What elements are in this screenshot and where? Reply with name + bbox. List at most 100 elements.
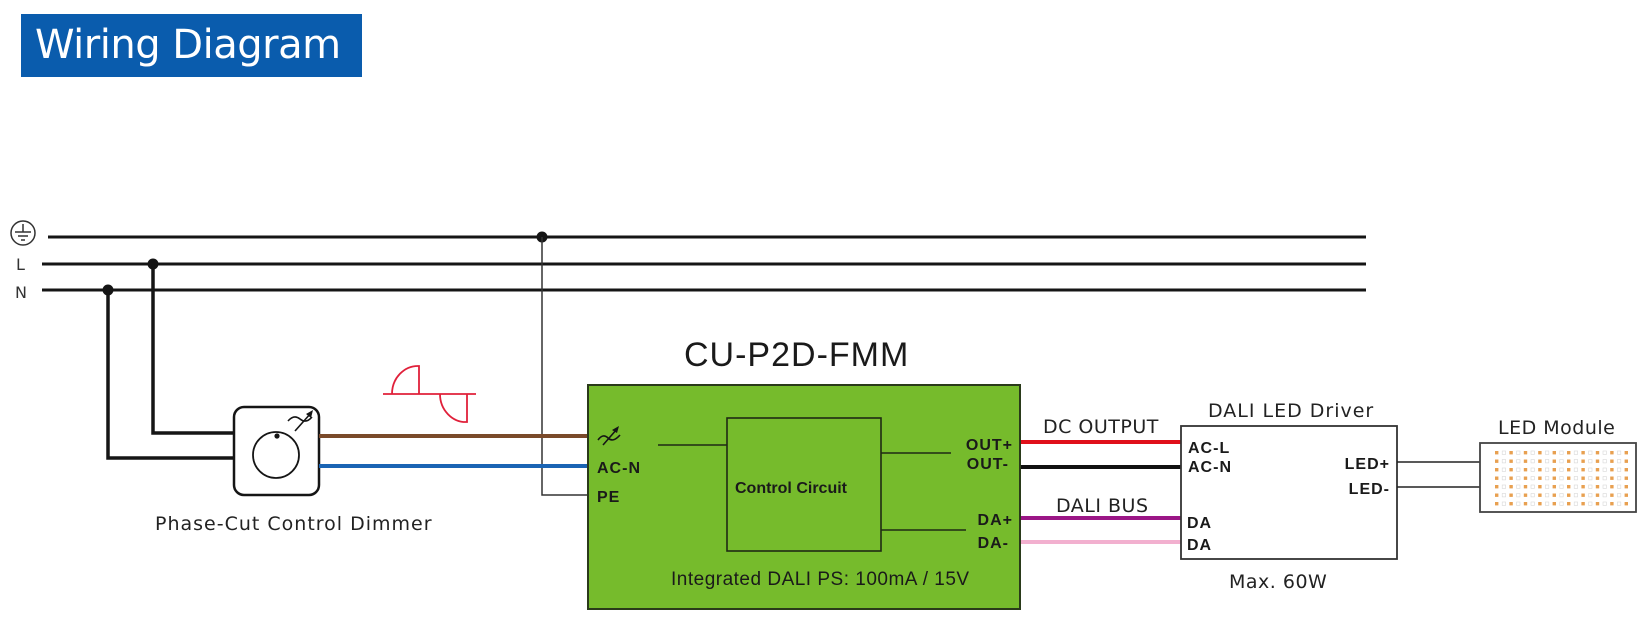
led-chip — [1509, 485, 1513, 489]
led-chip — [1573, 467, 1578, 472]
led-chip — [1523, 493, 1528, 497]
dimmer-knob-icon — [232, 405, 321, 497]
led-chip — [1538, 468, 1542, 472]
led-chip — [1624, 451, 1628, 455]
led-chip — [1552, 459, 1556, 463]
led-chip — [1602, 501, 1607, 506]
led-chip — [1602, 476, 1607, 481]
led-chip — [1567, 476, 1571, 480]
driver-terminal-ac-n: AC-N — [1188, 459, 1232, 476]
led-chip — [1501, 467, 1506, 472]
led-chip — [1559, 501, 1564, 506]
led-chip — [1523, 451, 1528, 455]
led-chip — [1567, 451, 1571, 455]
led-chip — [1538, 485, 1542, 489]
led-chip — [1509, 476, 1513, 480]
terminal-ac-n: AC-N — [597, 460, 641, 477]
led-chip — [1588, 484, 1593, 489]
led-chip — [1559, 450, 1564, 455]
live-to-dimmer-wire — [151, 264, 234, 435]
led-chip — [1495, 493, 1499, 497]
led-chip — [1495, 468, 1499, 472]
led-chip — [1523, 485, 1528, 489]
led-chip — [1545, 459, 1550, 464]
page-title: Wiring Diagram — [21, 14, 362, 77]
led-chip — [1545, 501, 1550, 506]
led-chip — [1516, 484, 1521, 489]
led-chip — [1602, 459, 1607, 464]
led-chip — [1530, 459, 1535, 464]
led-chip — [1545, 493, 1550, 498]
driver-terminal-da-2: DA — [1187, 537, 1212, 554]
terminal-pe: PE — [597, 489, 620, 506]
led-chip — [1538, 493, 1542, 497]
terminal-out-minus: OUT- — [967, 456, 1009, 473]
led-chip — [1538, 459, 1542, 463]
led-chip — [1552, 485, 1556, 489]
led-chip — [1602, 493, 1607, 498]
led-chip — [1610, 459, 1614, 463]
terminal-out-plus: OUT+ — [966, 437, 1013, 454]
led-chip — [1573, 459, 1578, 464]
led-chip — [1523, 468, 1528, 472]
led-chip — [1610, 502, 1614, 506]
led-chip — [1501, 450, 1506, 455]
led-chip — [1523, 502, 1528, 506]
led-chip — [1617, 459, 1622, 464]
led-chip — [1495, 451, 1499, 455]
led-chip — [1530, 467, 1535, 472]
led-chip — [1559, 484, 1564, 489]
led-chip — [1567, 468, 1571, 472]
led-chip — [1610, 485, 1614, 489]
led-chip — [1495, 476, 1499, 480]
led-chip — [1530, 476, 1535, 481]
led-chip — [1617, 493, 1622, 498]
led-chip — [1530, 501, 1535, 506]
led-chip — [1602, 467, 1607, 472]
led-chip — [1624, 493, 1628, 497]
led-chip — [1516, 501, 1521, 506]
led-chip — [1545, 476, 1550, 481]
led-chip — [1624, 485, 1628, 489]
led-chip — [1617, 476, 1622, 481]
driver-rating: Max. 60W — [1229, 571, 1327, 593]
led-module-title: LED Module — [1498, 417, 1615, 439]
bus-label-l: L — [16, 255, 25, 274]
dc-output-label: DC OUTPUT — [1043, 416, 1159, 438]
led-chip — [1509, 451, 1513, 455]
led-chip — [1595, 493, 1600, 497]
control-circuit-label: Control Circuit — [735, 480, 848, 497]
cu-p2d-fmm-module — [587, 384, 1021, 610]
led-chip — [1581, 451, 1585, 455]
pe-wire — [541, 237, 588, 496]
led-chip — [1530, 450, 1535, 455]
led-chip — [1495, 459, 1499, 463]
led-chip — [1538, 476, 1542, 480]
led-chip — [1509, 459, 1513, 463]
driver-terminal-led-plus: LED+ — [1345, 456, 1390, 473]
driver-terminal-da-1: DA — [1187, 515, 1212, 532]
bus-label-n: N — [15, 283, 27, 302]
led-chip — [1624, 502, 1628, 506]
led-chip — [1501, 501, 1506, 506]
led-chip — [1516, 476, 1521, 481]
terminal-da-minus: DA- — [978, 535, 1009, 552]
led-chip — [1501, 459, 1506, 464]
led-chip — [1573, 476, 1578, 481]
led-chip — [1545, 450, 1550, 455]
led-chip — [1617, 450, 1622, 455]
led-chip — [1530, 484, 1535, 489]
led-chip — [1581, 459, 1585, 463]
led-chip — [1581, 502, 1585, 506]
led-chip — [1552, 493, 1556, 497]
led-chip — [1516, 467, 1521, 472]
led-module-box — [1479, 442, 1637, 513]
led-chip — [1588, 476, 1593, 481]
led-chip — [1581, 493, 1585, 497]
led-chip — [1545, 467, 1550, 472]
led-chip — [1567, 493, 1571, 497]
led-chip — [1617, 467, 1622, 472]
led-chip — [1595, 476, 1600, 480]
led-chip — [1573, 501, 1578, 506]
led-chip — [1552, 476, 1556, 480]
